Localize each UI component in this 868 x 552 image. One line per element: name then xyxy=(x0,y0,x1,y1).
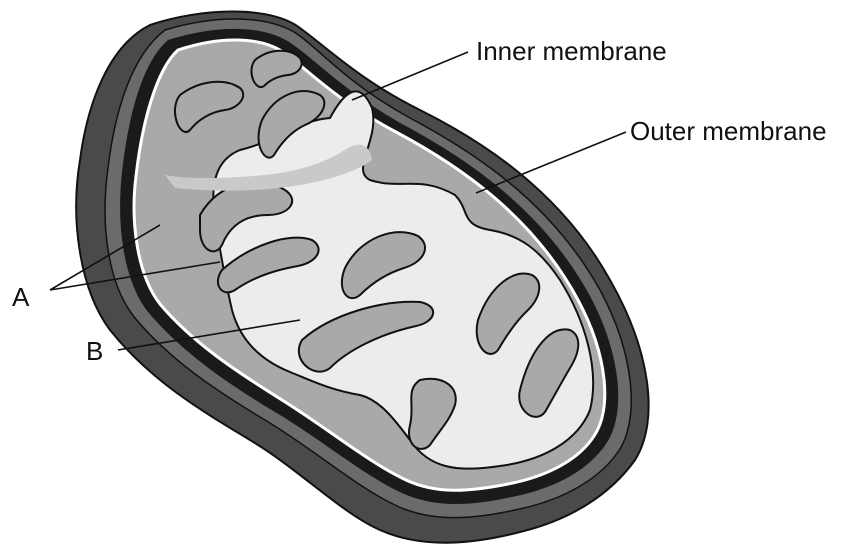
label-outer-membrane: Outer membrane xyxy=(630,116,827,146)
label-a: A xyxy=(12,282,30,312)
label-b: B xyxy=(86,336,103,366)
label-inner-membrane: Inner membrane xyxy=(476,36,667,66)
leader-inner-membrane xyxy=(352,52,468,100)
